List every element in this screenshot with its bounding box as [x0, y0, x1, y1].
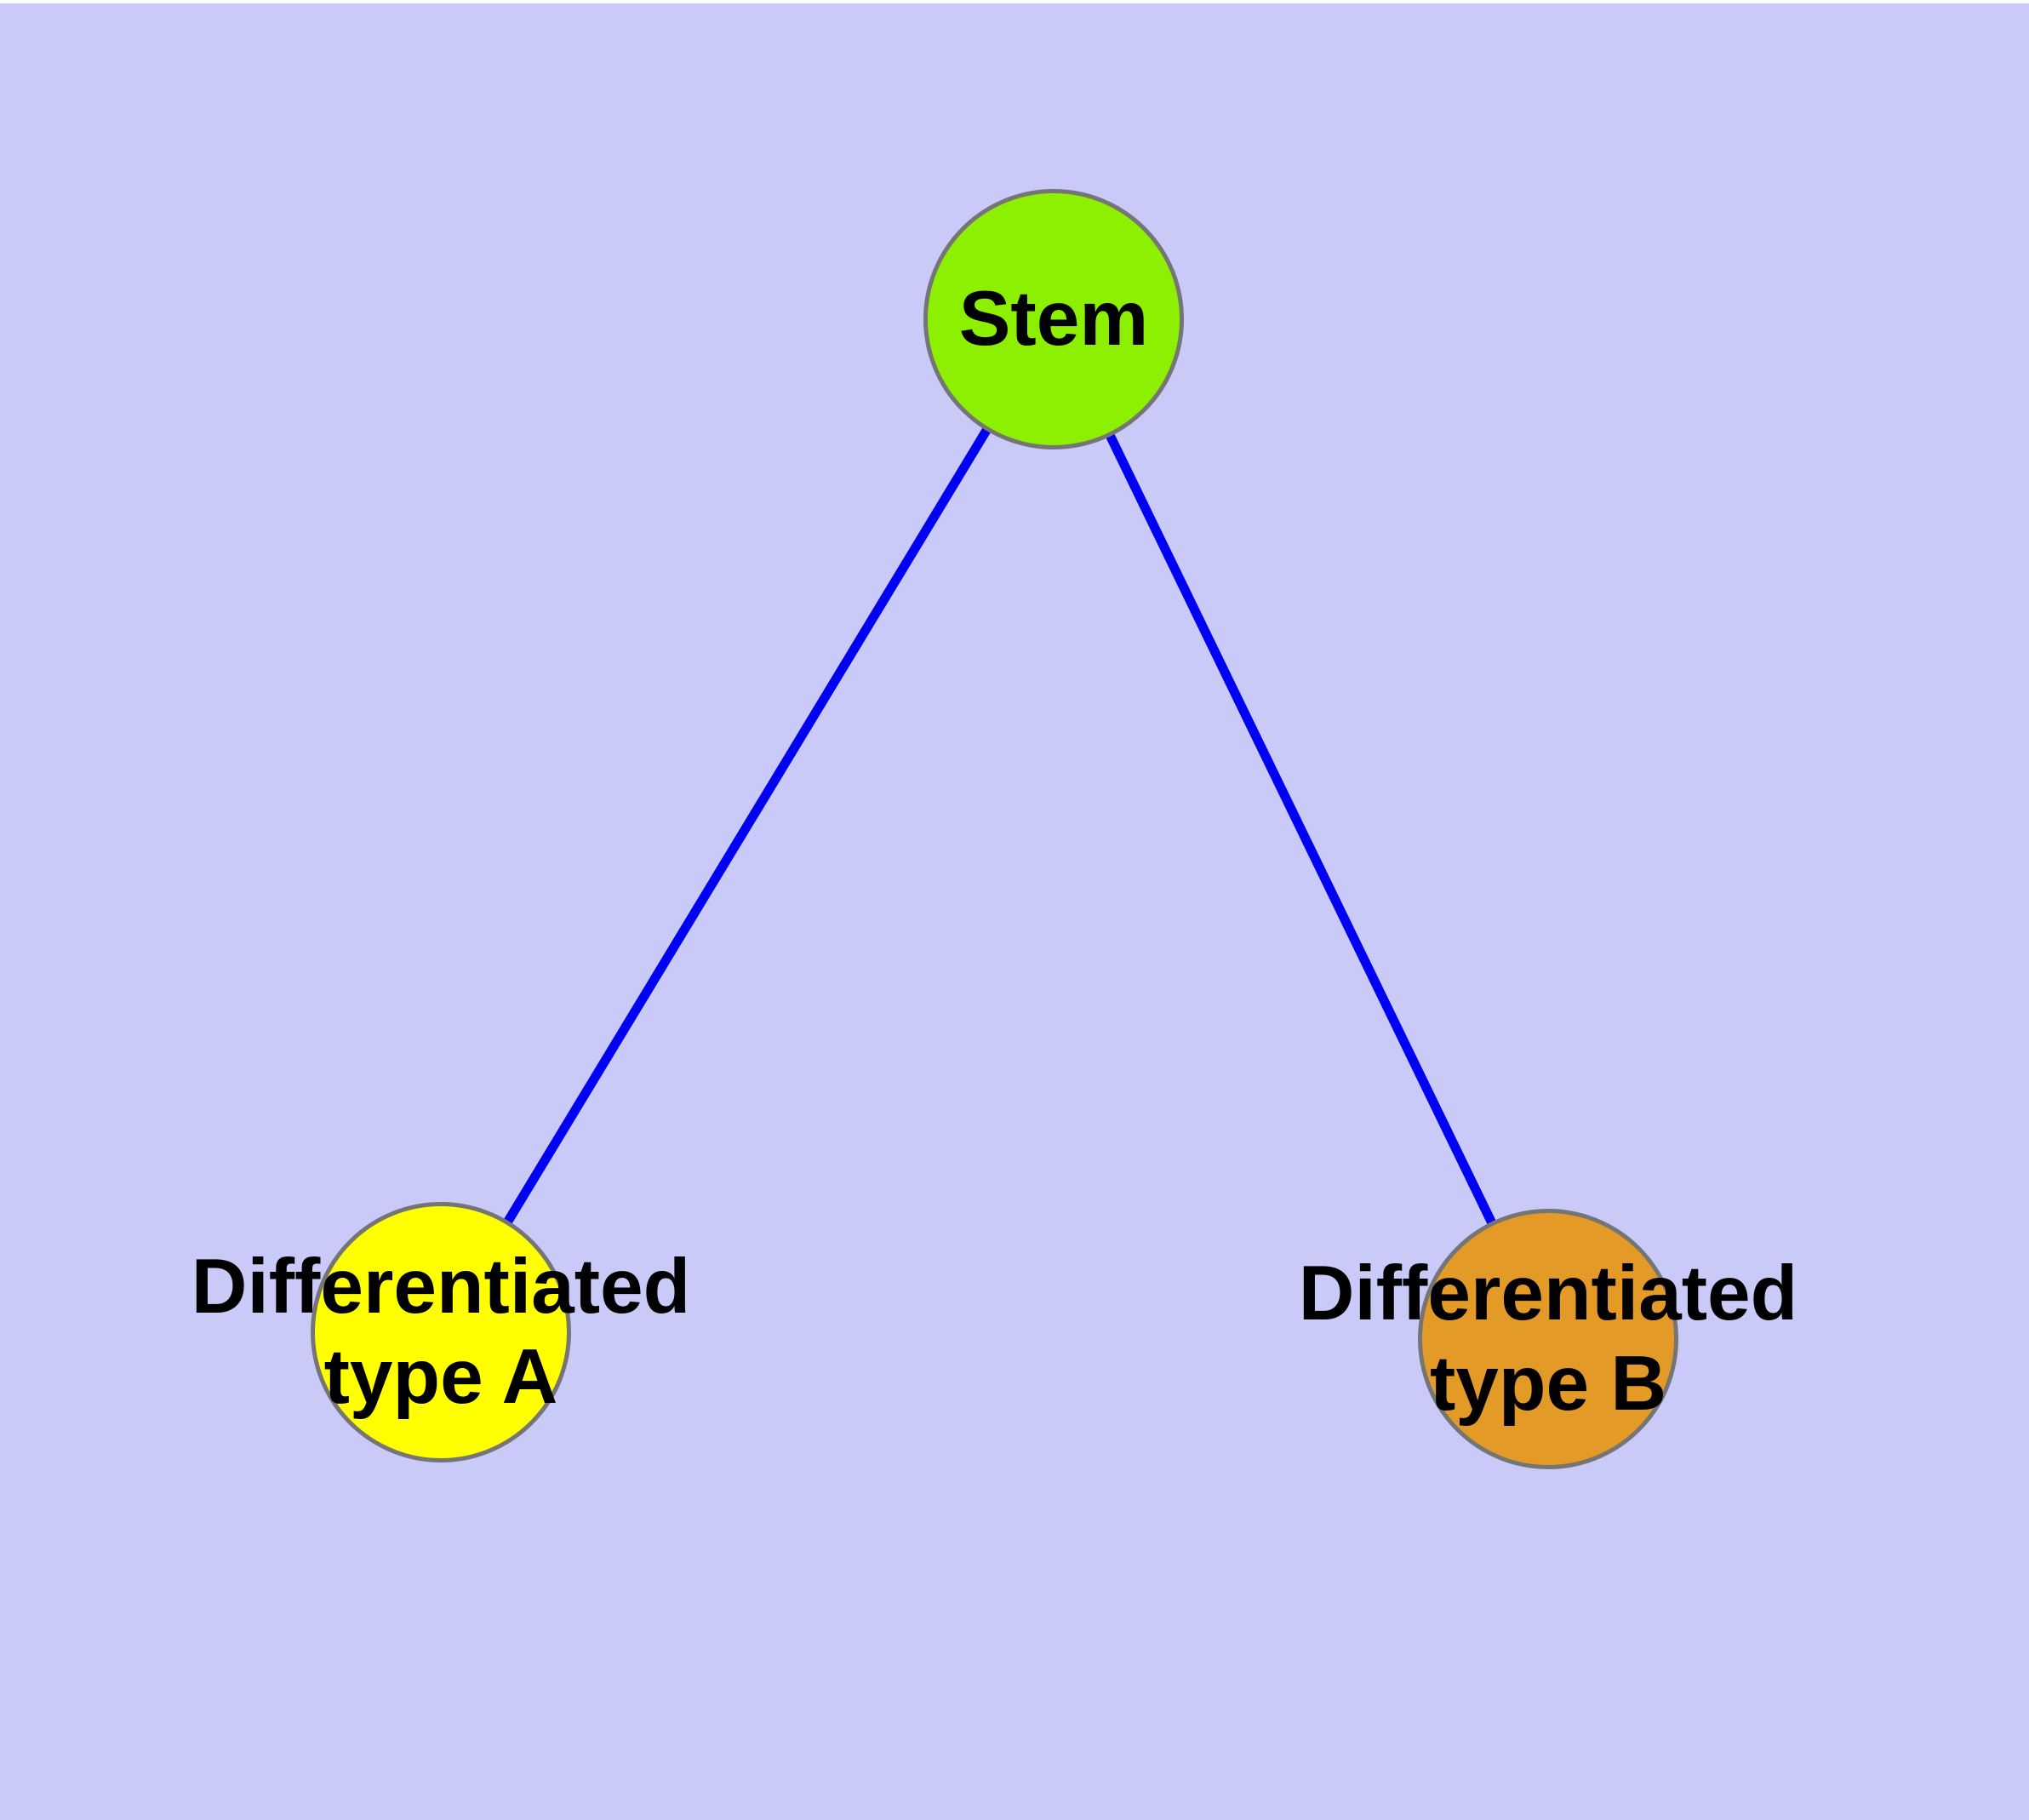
node-differentiated-type-a-circle[interactable] [311, 1202, 571, 1462]
node-stem-label-line-1: Stem [958, 276, 1149, 362]
canvas-top-margin [0, 0, 2029, 3]
node-differentiated-type-b-label-line-2: type B [1429, 1341, 1667, 1427]
node-differentiated-type-a-label-line-2: type A [323, 1334, 558, 1420]
node-differentiated-type-b-label: Differentiated type B [1299, 1249, 1798, 1429]
edge-stem-to-type-b[interactable] [1049, 317, 1552, 1342]
node-differentiated-type-b-circle[interactable] [1418, 1209, 1678, 1469]
node-differentiated-type-a-label-line-1: Differentiated [191, 1244, 691, 1330]
edge-stem-to-type-a[interactable] [437, 317, 1058, 1335]
node-differentiated-type-a-label: Differentiated type A [191, 1242, 691, 1422]
node-stem-label: Stem [959, 274, 1149, 364]
node-differentiated-type-b-label-line-1: Differentiated [1298, 1251, 1798, 1336]
node-stem-circle[interactable] [923, 189, 1184, 449]
